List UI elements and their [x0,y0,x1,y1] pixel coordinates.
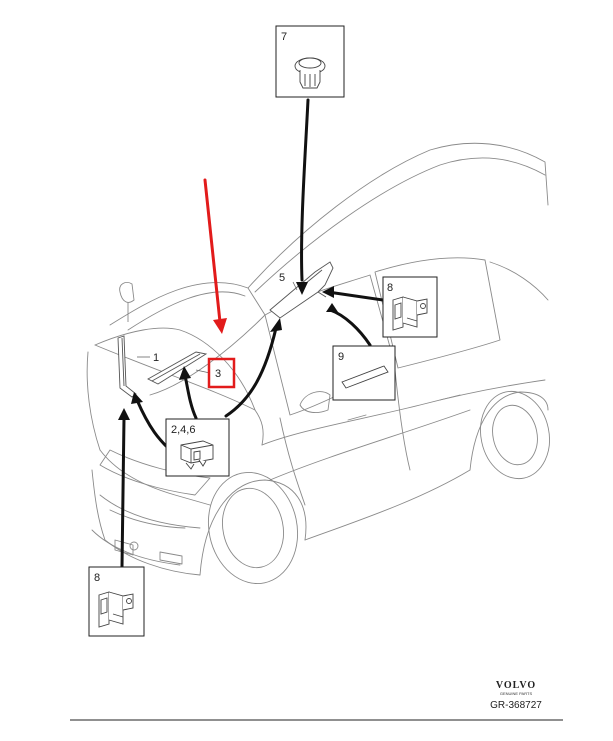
callout-3-highlight-box [207,357,236,389]
retaining-clip-icon [98,591,134,628]
adhesive-pad-icon [341,365,389,389]
retaining-clip-icon [392,296,428,331]
car-outline [86,142,550,584]
left-mirror-icon [119,281,135,322]
push-clip-icon [294,57,326,89]
callout-7: 7 [281,31,287,43]
box-246-clip: 2,4,6 [165,418,230,477]
callout-8-lower: 8 [94,572,100,584]
box-8-upper-clip: 8 [382,276,438,338]
box-8-lower-clip: 8 [88,566,145,637]
part-1-a-pillar-trim [117,335,137,398]
callout-1: 1 [153,352,159,364]
callout-5: 5 [279,272,285,284]
brand-tagline: GENUINE PARTS [500,691,533,696]
red-highlight-arrow [203,178,227,334]
callout-246: 2,4,6 [171,424,195,436]
callout-3: 3 [215,368,221,380]
part-3-trim-strip [147,351,208,385]
diagram-code: GR-368727 [490,700,542,711]
pointer-arrows [120,98,385,569]
callout-8-upper: 8 [387,282,393,294]
arrow-heads [118,282,338,420]
box-9-adhesive-pad: 9 [332,345,396,401]
callout-9: 9 [338,351,344,363]
box-7-push-clip: 7 [275,25,345,98]
mounting-clip-icon [180,440,214,470]
leader-lines [137,281,298,374]
brand-name: VOLVO [496,680,536,691]
